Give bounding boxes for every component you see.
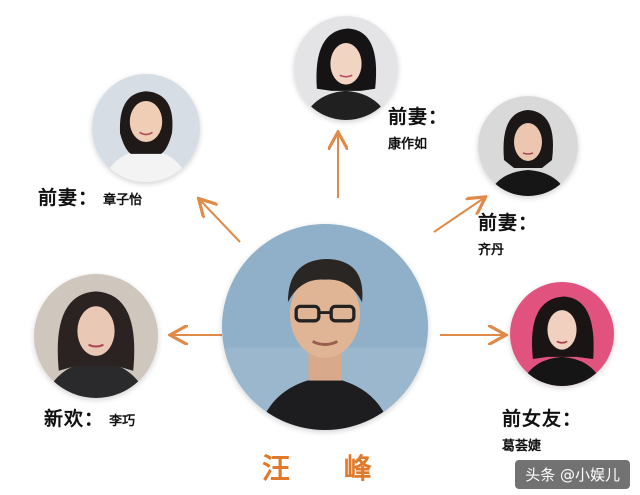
watermark: 头条 @小娱儿: [515, 460, 630, 489]
portrait-qi: [478, 96, 578, 196]
label-qi: 前妻： 齐丹: [478, 208, 538, 258]
role-kang: 前妻：: [388, 106, 449, 128]
role-li: 新欢：: [44, 408, 105, 430]
name-ge: 葛荟婕: [502, 439, 542, 454]
portrait-kang: [294, 16, 398, 120]
portrait-li: [34, 274, 158, 398]
name-kang: 康作如: [388, 137, 428, 152]
role-qi: 前妻：: [478, 212, 539, 234]
role-ge: 前女友：: [502, 408, 583, 430]
role-zhang: 前妻：: [38, 187, 99, 209]
label-zhang: 前妻： 章子怡: [38, 183, 142, 210]
center-name: 汪 峰: [262, 452, 394, 485]
label-kang: 前妻： 康作如: [388, 102, 448, 152]
arrow-to-zhang: [200, 200, 241, 243]
label-li: 新欢： 李巧: [44, 404, 135, 431]
name-zhang: 章子怡: [103, 193, 143, 208]
name-li: 李巧: [109, 414, 136, 429]
center-portrait: [222, 224, 428, 430]
portrait-ge: [510, 282, 614, 386]
arrow-to-qi: [433, 198, 484, 233]
name-qi: 齐丹: [478, 243, 505, 258]
portrait-zhang: [92, 74, 200, 182]
label-ge: 前女友： 葛荟婕: [502, 404, 582, 454]
